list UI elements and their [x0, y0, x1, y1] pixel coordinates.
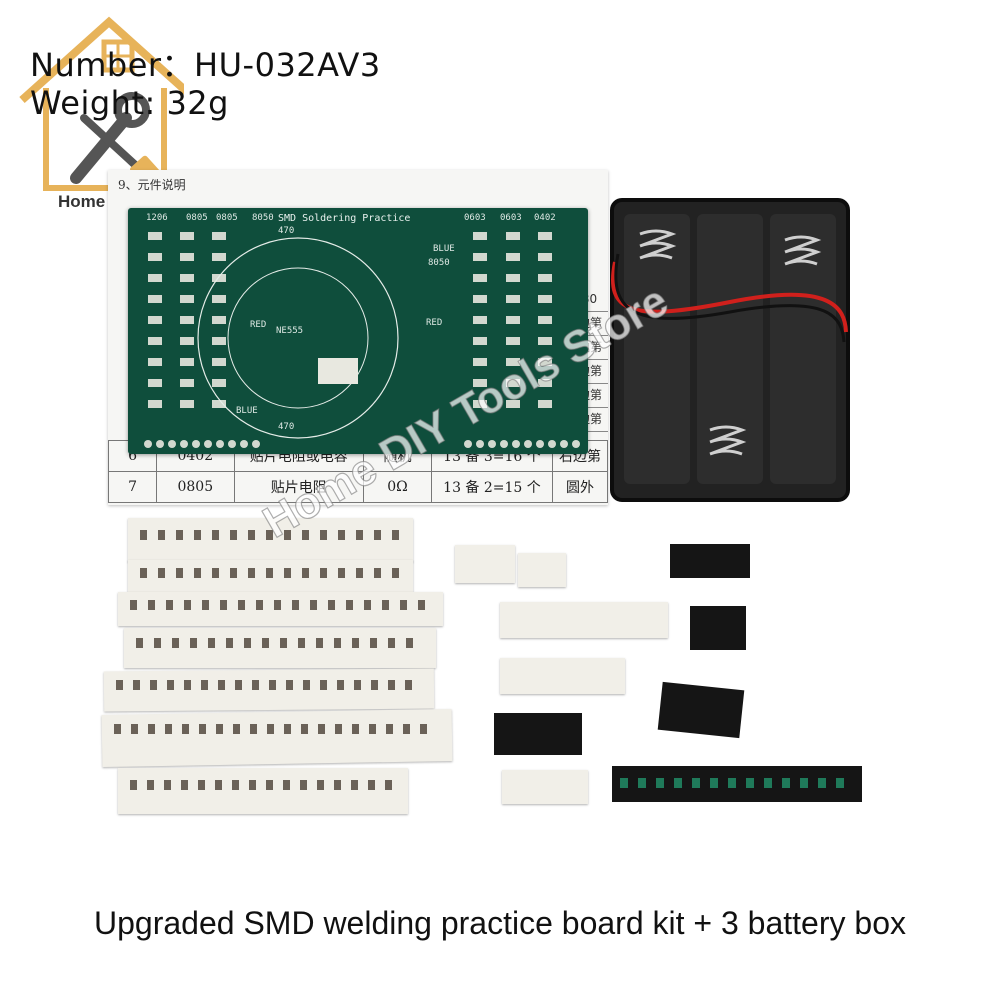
weight-text: Weight: 32g [30, 84, 229, 122]
pcb-label: RED [250, 320, 267, 330]
pcb-label: RED [426, 318, 443, 328]
sheet-heading: 9、元件说明 [118, 178, 186, 192]
home-diy-logo-icon [19, 16, 184, 191]
pcb-board: SMD Soldering Practice 1206 0805 0805 80… [128, 208, 588, 454]
table-row: 7 0805 贴片电阻 0Ω 13 备 2=15 个 圆外 [108, 471, 608, 503]
pcb-label: 470 [278, 422, 295, 432]
cell-position: 圆外 [552, 471, 608, 503]
cell-qty: 13 备 2=15 个 [430, 471, 554, 503]
cell-value: 0Ω [363, 471, 432, 503]
cell-package: 0805 [156, 471, 235, 503]
cell-name: 贴片电阻 [233, 471, 365, 503]
product-caption: Upgraded SMD welding practice board kit … [94, 905, 906, 941]
pcb-label: NE555 [276, 326, 304, 336]
pcb-col-label: 0603 [464, 213, 486, 223]
pcb-col-label: 8050 [252, 213, 274, 223]
pcb-label: 8050 [428, 258, 450, 268]
pcb-col-label: 1206 [146, 213, 168, 223]
pcb-label: 470 [278, 226, 295, 236]
battery-box [610, 198, 850, 502]
model-number: Number：HU-032AV3 [30, 46, 381, 84]
pcb-label: BLUE [433, 244, 455, 254]
pcb-col-label: 0805 [186, 213, 208, 223]
pcb-col-label: 0402 [534, 213, 556, 223]
cell-no: 7 [108, 471, 158, 503]
pcb-title: SMD Soldering Practice [278, 213, 411, 224]
pcb-pads-graphic [144, 232, 580, 448]
pcb-col-label: 0805 [216, 213, 238, 223]
pcb-label: BLUE [236, 406, 258, 416]
pcb-col-label: 0603 [500, 213, 522, 223]
